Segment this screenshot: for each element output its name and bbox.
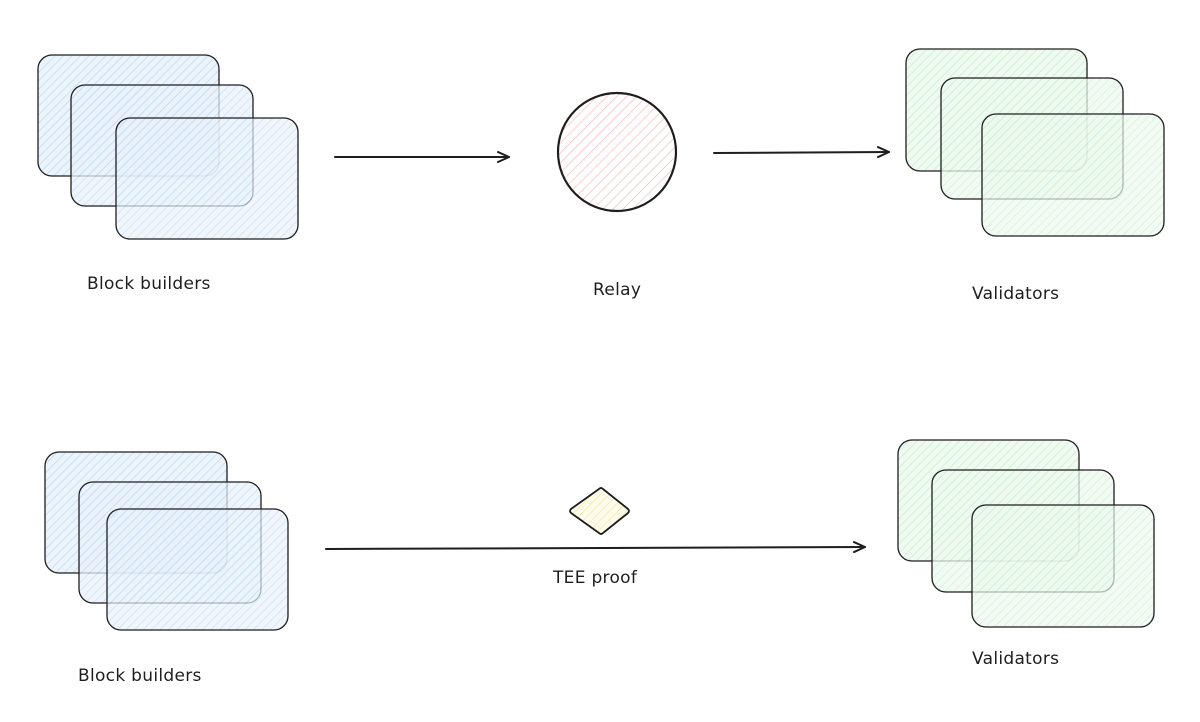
tee-proof-node [569,487,630,535]
validators-stack-bottom [897,439,1155,628]
block-builders-stack-top [37,54,299,240]
block-builders-label-bottom: Block builders [78,666,202,686]
arrow-relay-to-validators [713,146,890,159]
validator-card [981,113,1165,237]
relay-label: Relay [593,280,642,300]
relay-node [556,91,678,213]
validators-label-bottom: Validators [972,649,1060,669]
relay-circle [556,91,678,213]
validator-card [971,504,1155,628]
validators-label-top: Validators [972,284,1060,304]
block-builders-label-top: Block builders [87,274,211,294]
validators-stack-top [905,48,1165,237]
block-builders-stack-bottom [44,451,289,631]
tee-proof-diamond [569,487,630,535]
arrow-builders-to-validators [325,541,866,554]
tee-proof-label: TEE proof [553,568,638,588]
builder-card [106,508,289,631]
builder-card [115,117,299,240]
